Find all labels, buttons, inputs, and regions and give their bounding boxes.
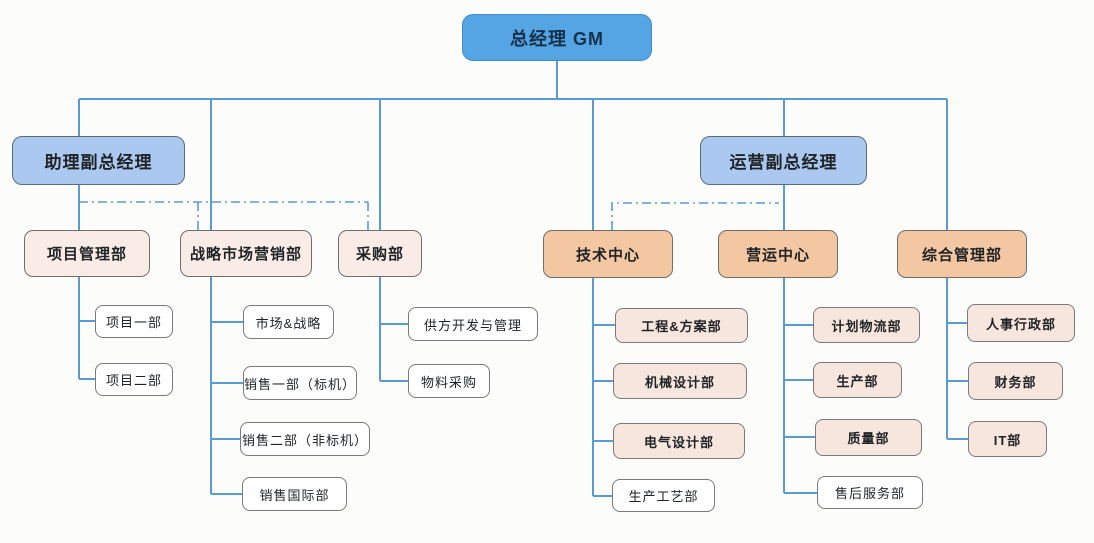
org-node-supplier-development: 供方开发与管理 (408, 307, 538, 341)
org-node-mechanical-design-dept: 机械设计部 (613, 363, 747, 399)
org-node-planning-logistics-dept: 计划物流部 (813, 307, 920, 343)
org-node-production-process-dept: 生产工艺部 (612, 479, 715, 512)
org-node-it-dept: IT部 (968, 421, 1047, 457)
org-node-engineering-solutions-dept: 工程&方案部 (615, 308, 748, 343)
org-node-hr-admin-dept: 人事行政部 (967, 304, 1075, 342)
org-node-sales-division-1-standard: 销售一部（标机） (243, 366, 357, 400)
org-node-operations-deputy-gm: 运营副总经理 (700, 136, 867, 185)
org-node-sales-division-2-nonstandard: 销售二部（非标机） (240, 422, 370, 456)
org-node-general-management-dept: 综合管理部 (897, 230, 1027, 278)
org-node-technology-center: 技术中心 (543, 230, 673, 278)
org-node-general-manager: 总经理 GM (462, 14, 652, 61)
org-node-after-sales-service-dept: 售后服务部 (817, 476, 923, 509)
org-node-international-sales: 销售国际部 (242, 477, 347, 511)
org-node-project-management-dept: 项目管理部 (24, 230, 150, 277)
org-node-project-division-2: 项目二部 (95, 363, 173, 396)
org-node-electrical-design-dept: 电气设计部 (613, 423, 745, 459)
org-node-production-dept: 生产部 (813, 362, 902, 398)
org-node-quality-dept: 质量部 (815, 419, 922, 456)
org-node-assistant-deputy-gm: 助理副总经理 (12, 136, 185, 185)
dash-dot-links (79, 201, 779, 230)
solid-reporting-lines (78, 61, 968, 497)
org-node-purchasing-dept: 采购部 (338, 230, 422, 277)
org-node-material-purchasing: 物料采购 (408, 364, 490, 398)
org-node-market-strategy: 市场&战略 (243, 305, 334, 339)
org-node-project-division-1: 项目一部 (95, 305, 173, 338)
org-node-strategic-marketing-dept: 战略市场营销部 (180, 230, 312, 277)
org-node-operations-center: 营运中心 (718, 230, 838, 278)
org-node-finance-dept: 财务部 (968, 362, 1063, 400)
